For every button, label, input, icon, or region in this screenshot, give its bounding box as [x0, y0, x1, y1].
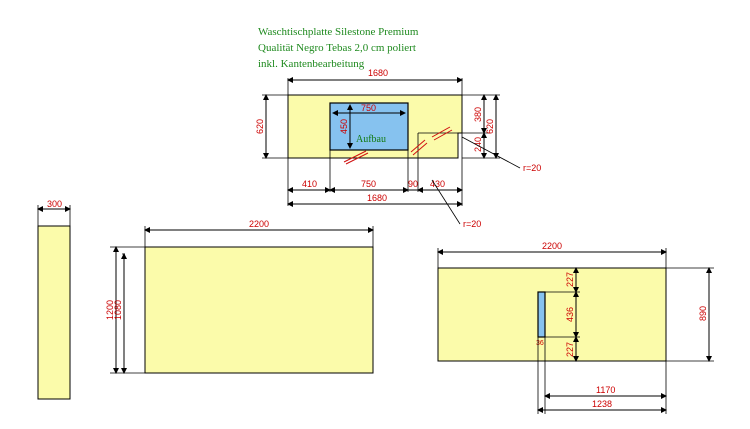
dim-right-width: 2200	[542, 241, 562, 251]
center-slab	[144, 246, 374, 374]
dim-center-width: 2200	[249, 219, 269, 229]
dim-right-x1: 1170	[596, 385, 615, 395]
dim-sink-height: 450	[339, 119, 349, 134]
dim-radius-2: r=20	[463, 219, 481, 229]
dim-right-height: 620	[485, 119, 495, 134]
dim-bottom-total: 1680	[367, 193, 387, 203]
dim-bottom-left: 410	[302, 179, 317, 189]
strip-slab	[37, 225, 71, 400]
header-line-3: inkl. Kantenbearbeitung	[258, 58, 365, 70]
dim-top-total: 1680	[368, 68, 388, 78]
center-piece: 2200 1200 1080	[105, 219, 374, 374]
dim-right-lower: 240	[473, 137, 483, 152]
dim-center-h1: 1200	[105, 300, 115, 320]
right-cutout	[537, 291, 546, 338]
dim-strip-width: 300	[47, 199, 62, 209]
dim-sink-width: 750	[361, 103, 376, 113]
dim-right-small: 36	[536, 340, 544, 347]
header-line-2: Qualität Negro Tebas 2,0 cm poliert	[258, 42, 416, 54]
dim-right-upper: 380	[473, 107, 483, 122]
top-piece: Aufbau 1680 750 450 620 380 240 620	[255, 68, 541, 229]
strip-piece: 300	[37, 199, 71, 400]
sink-label: Aufbau	[356, 134, 386, 145]
right-slab	[437, 267, 667, 362]
header-line-1: Waschtischplatte Silestone Premium	[258, 26, 419, 38]
dim-radius-1: r=20	[523, 163, 541, 173]
dim-right-piece-height: 890	[698, 306, 708, 321]
dim-left-height: 620	[255, 119, 265, 134]
dim-right-top: 227	[565, 272, 575, 287]
dim-right-mid: 436	[565, 307, 575, 322]
dim-bottom-gap: 90	[408, 179, 418, 189]
dim-right-x2: 1238	[592, 399, 612, 409]
dim-bottom-sink: 750	[361, 179, 376, 189]
dim-right-bottom: 227	[565, 342, 575, 357]
dim-center-h2: 1080	[113, 300, 123, 320]
right-piece: 2200 890 227 436 227 36 1170 1238	[437, 241, 714, 414]
dim-bottom-right: 430	[430, 179, 445, 189]
